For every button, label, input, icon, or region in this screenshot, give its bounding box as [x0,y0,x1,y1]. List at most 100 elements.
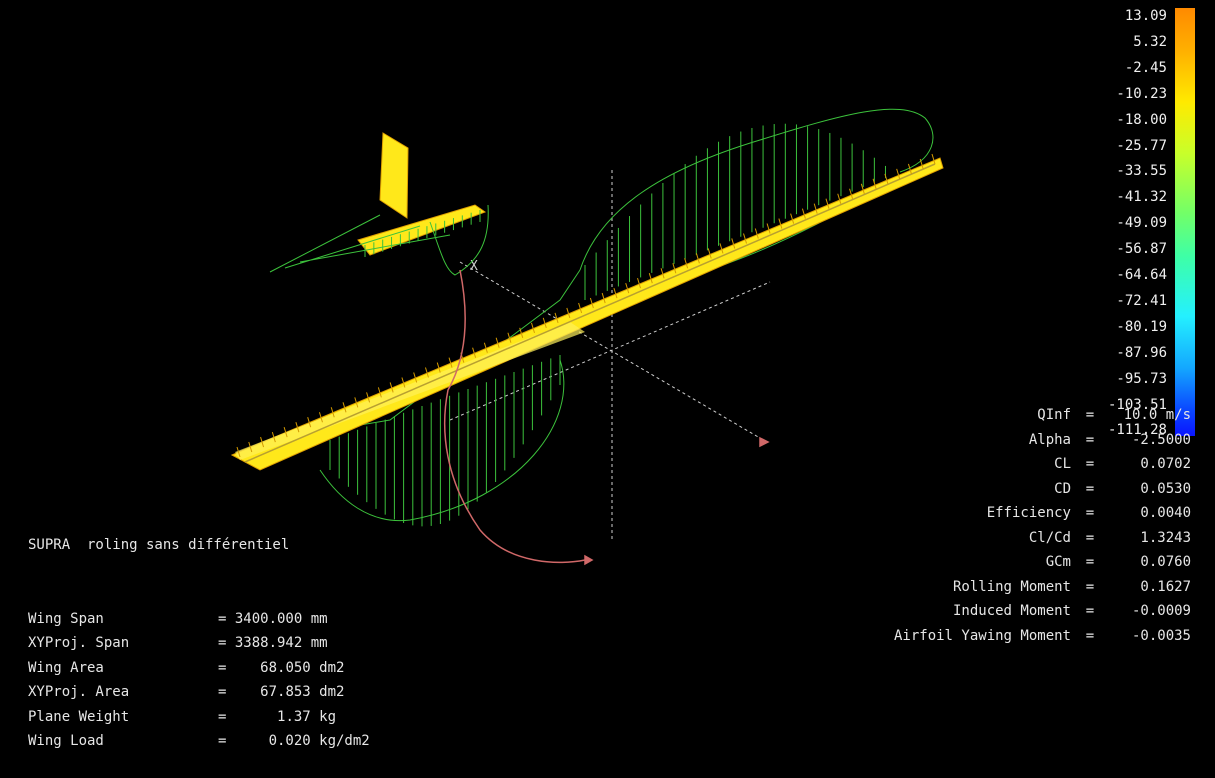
result-row: QInf=10.0 m/s [894,403,1191,428]
axis-lines [449,170,771,540]
wing-rib [507,332,512,343]
result-label: Efficiency [986,505,1071,521]
legend-value: -80.19 [1116,318,1167,335]
wing-rib [919,158,924,170]
result-eq: = [1085,505,1095,521]
wing-rib [825,198,830,209]
plane-info-eq: = [218,733,269,749]
wing-rib [566,307,571,319]
result-value: 0.1627 [1140,578,1191,595]
result-row: Cl/Cd=1.3243 [894,526,1191,551]
legend-value: 13.09 [1124,8,1167,24]
result-eq: = [1085,627,1095,644]
plane-name: SUPRA roling sans différentiel [28,537,290,553]
result-eq: = [1085,578,1095,595]
wing-rib [707,248,712,259]
tail-assembly [269,132,489,276]
legend-value: -87.96 [1116,344,1167,361]
wing-rib [872,178,877,189]
wing-rib [743,233,748,244]
plane-info-row: Wing Area= 68.050 dm2 [28,656,370,681]
result-eq: = [1085,407,1095,423]
wing-rib [837,193,842,204]
plane-info-value: 0.020 kg/dm2 [268,733,370,749]
wing-rib [342,402,347,413]
result-eq: = [1085,603,1095,619]
plane-info-row: Wing Load = 0.020 kg/dm2 [28,729,370,754]
plane-info-value: 3400.000 mm [234,610,328,627]
wing-rib [884,173,889,185]
result-eq: = [1085,456,1095,472]
wing-rib [672,263,677,274]
wing-rib [495,337,500,348]
result-row: Rolling Moment = 0.1627 [894,575,1191,600]
plane-info-row: XYProj. Area= 67.853 dm2 [28,680,370,705]
result-value: -0.0035 [1131,627,1191,644]
plane-info-row: Wing Span= 3400.000 mm [28,607,370,632]
wing-rib [318,412,323,423]
axis-x-label: X [470,259,478,274]
plane-info-row: XYProj. Span= 3388.942 mm [28,631,370,656]
wing-rib [531,322,535,333]
result-row: CD=0.0530 [894,477,1191,502]
result-label: GCm [1045,554,1071,570]
wing-rib [790,213,795,224]
result-row: Airfoil Yawing Moment=-0.0035 [894,624,1191,649]
wing-rib [719,243,724,254]
main-wing [230,157,944,471]
wing-rib [436,362,441,373]
wing-rib [613,287,618,299]
result-value: -2.5000 [1131,431,1191,448]
result-value: 0.0702 [1140,456,1191,472]
plane-info-label: Plane Weight [28,708,130,725]
wire-hatching [329,123,886,527]
plane-info-label: Wing Area [28,659,104,676]
plane-info-value: 3388.942 mm [234,635,328,651]
legend-value: -72.41 [1116,292,1167,309]
wing-rib [813,203,818,214]
result-eq: = [1085,480,1095,497]
plane-info-value: 1.37 kg [277,708,337,725]
plane-info-eq: = [218,708,278,725]
plane-info-eq: = [218,610,235,627]
wing-rib [766,223,771,234]
3d-view-canvas[interactable]: X [0,0,1215,659]
wing-rib [907,163,912,175]
legend-value: -111.28 [1107,422,1167,439]
wing-rib [554,312,559,324]
plane-info-row: Plane Weight = 1.37 kg [28,705,370,730]
wing-rib [648,273,653,284]
result-value: 0.0760 [1140,554,1191,570]
wing-rib [307,417,312,428]
tail-ribs [364,210,481,257]
wing-rib [860,183,865,194]
wing-rib [366,392,371,403]
wing-rib [271,431,276,443]
wing-rib [377,387,382,398]
legend-value: -64.64 [1116,267,1167,283]
plane-info-label: XYProj. Area [28,684,130,700]
plane-info-label: Wing Load [28,733,104,749]
result-label: CD [1054,480,1071,497]
wing-rib [754,228,759,239]
wing-rib [731,238,736,249]
plane-info-value: 68.050 dm2 [260,659,345,676]
wing-rib [519,327,524,338]
result-label: Rolling Moment [952,578,1071,595]
result-row: Induced Moment=-0.0009 [894,599,1191,624]
wing-rib [295,422,300,433]
legend-value: -33.55 [1116,163,1167,180]
wing-rib [248,441,253,453]
result-label: Alpha [1028,431,1071,448]
wing-rib [931,153,936,165]
wing-rib [849,188,854,199]
wing-rib [448,357,453,368]
wing-rib [660,268,665,279]
wing-rib [601,292,606,304]
legend-value: -41.32 [1116,189,1167,206]
wing-rib [637,278,641,289]
result-label: CL [1054,456,1071,472]
legend-value: -25.77 [1116,137,1167,154]
wing-rib [413,372,418,383]
